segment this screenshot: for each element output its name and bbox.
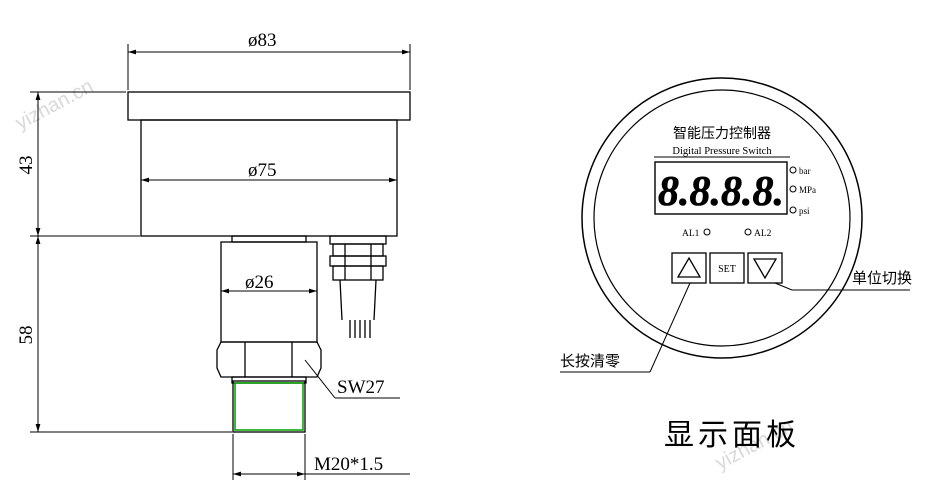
unit-psi: psi bbox=[799, 206, 810, 216]
alarm-al2: AL2 bbox=[754, 229, 772, 239]
unit-mpa: MPa bbox=[799, 185, 816, 195]
outer-ring bbox=[581, 77, 863, 359]
set-button[interactable] bbox=[709, 252, 745, 284]
led-display bbox=[654, 161, 788, 215]
set-label: SET bbox=[718, 264, 736, 275]
panel-title-en: Digital Pressure Switch bbox=[672, 146, 772, 157]
display-digits: 8.8.8.8. bbox=[658, 169, 784, 215]
panel-title-cn: 智能压力控制器 bbox=[673, 126, 771, 142]
dim-wrench: SW27 bbox=[337, 377, 385, 398]
up-button[interactable] bbox=[671, 252, 707, 284]
unit-bar: bar bbox=[799, 166, 811, 176]
neck bbox=[231, 235, 307, 243]
callout-unit-switch: 单位切换 bbox=[852, 269, 912, 287]
down-button[interactable] bbox=[747, 252, 783, 284]
thread bbox=[234, 382, 304, 431]
dim-stem-width: ø26 bbox=[245, 272, 274, 293]
cable-gland bbox=[329, 235, 387, 338]
watermark-top-left: yizhan.cn bbox=[12, 75, 97, 134]
dim-upper-height: 43 bbox=[16, 156, 37, 175]
side-view bbox=[127, 91, 411, 384]
panel-caption: 显示面板 bbox=[664, 418, 800, 453]
dim-top-width: ø83 bbox=[248, 30, 277, 51]
dim-thread: M20*1.5 bbox=[314, 454, 383, 475]
inner-ring bbox=[593, 89, 851, 347]
dim-lower-height: 58 bbox=[16, 326, 37, 345]
callout-long-press-zero: 长按清零 bbox=[560, 352, 620, 370]
front-panel bbox=[560, 77, 910, 373]
alarm-al1: AL1 bbox=[682, 229, 700, 239]
dimension-lines bbox=[30, 44, 411, 480]
dim-body-width: ø75 bbox=[248, 160, 277, 181]
hex-nut bbox=[216, 341, 322, 378]
top-cap bbox=[127, 91, 411, 121]
